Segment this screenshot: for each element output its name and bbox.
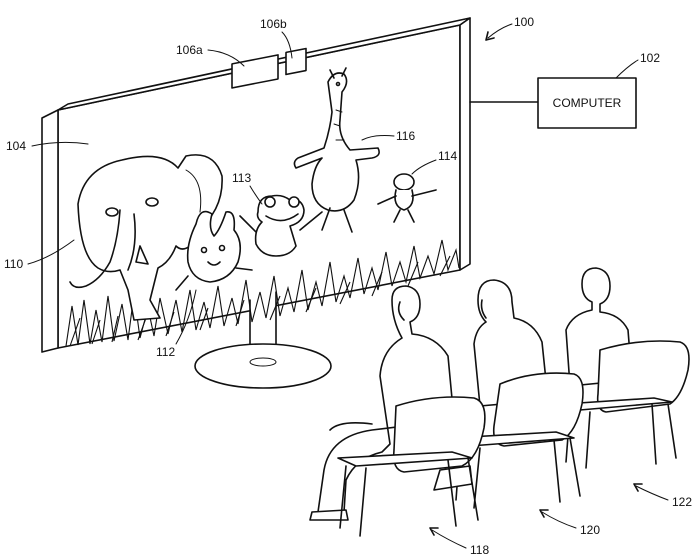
display-stand xyxy=(194,291,332,389)
giraffe xyxy=(293,67,380,233)
grass xyxy=(65,239,460,347)
ref-giraffe-label: 116 xyxy=(396,129,415,143)
ref-rabbit: 112 xyxy=(156,289,197,359)
ref-small-creature-label: 114 xyxy=(438,149,457,163)
ref-viewer-middle-label: 120 xyxy=(580,523,600,537)
ref-elephant: 110 xyxy=(4,239,75,271)
ref-display: 104 xyxy=(6,139,89,153)
ref-system: 100 xyxy=(485,15,534,41)
ref-viewer-front-label: 118 xyxy=(470,543,489,557)
ref-viewer-middle: 120 xyxy=(539,509,600,537)
ref-computer-label: 102 xyxy=(640,51,660,65)
ref-display-label: 104 xyxy=(6,139,26,153)
computer-box: COMPUTER xyxy=(469,77,637,129)
ref-rabbit-label: 112 xyxy=(156,345,175,359)
chair-front xyxy=(337,396,486,537)
ref-camera-a: 106a xyxy=(176,43,245,67)
chair-middle xyxy=(433,372,584,509)
ref-viewer-front: 118 xyxy=(429,527,489,557)
computer-label: COMPUTER xyxy=(553,96,622,110)
rabbit xyxy=(175,210,253,291)
ref-viewer-back: 122 xyxy=(633,483,692,509)
viewer-middle xyxy=(473,279,549,407)
camera-b xyxy=(285,47,307,76)
ref-camera-a-label: 106a xyxy=(176,43,203,57)
small-creature xyxy=(377,173,437,223)
ref-frog-label: 113 xyxy=(232,171,251,185)
ref-elephant-label: 110 xyxy=(4,257,23,271)
ref-viewer-back-label: 122 xyxy=(672,495,692,509)
frog xyxy=(239,194,323,257)
ref-computer: 102 xyxy=(615,51,660,79)
ref-small-creature: 114 xyxy=(411,149,457,175)
camera-a xyxy=(231,54,279,89)
ref-camera-b: 106b xyxy=(260,17,293,59)
ref-giraffe: 116 xyxy=(361,129,415,143)
ref-frog: 113 xyxy=(232,171,263,205)
ref-camera-b-label: 106b xyxy=(260,17,287,31)
viewer-front xyxy=(309,285,455,521)
ref-system-label: 100 xyxy=(514,15,534,29)
